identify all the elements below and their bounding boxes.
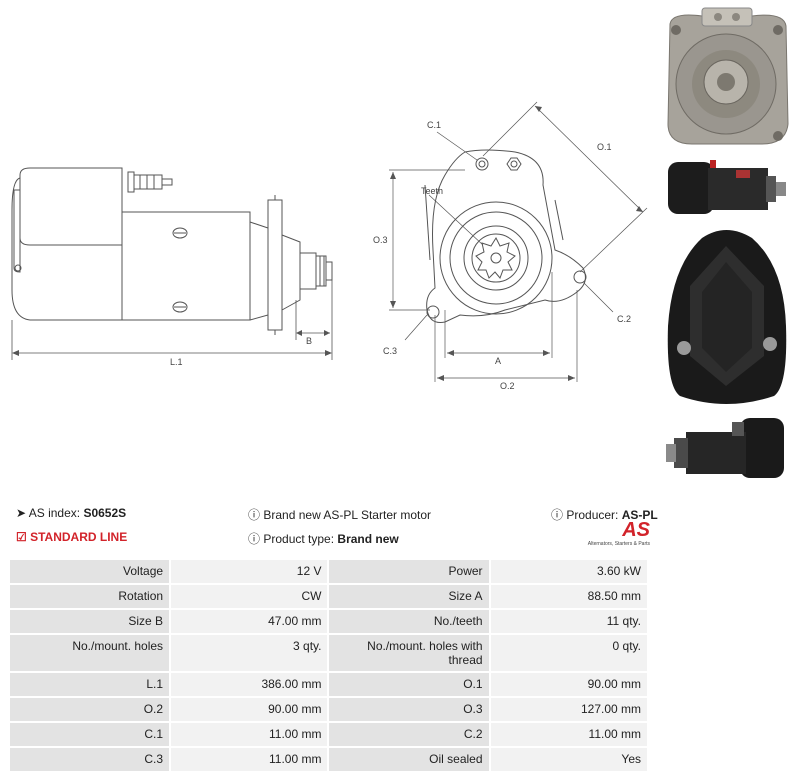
spec-key: Power — [329, 560, 489, 583]
label-o1: O.1 — [597, 142, 612, 152]
label-o3: O.3 — [373, 235, 388, 245]
spec-key: Size A — [329, 585, 489, 608]
spec-key: No./mount. holes — [10, 635, 170, 671]
side-view-drawing: L.1 B — [11, 167, 333, 367]
spec-key: Oil sealed — [329, 748, 489, 771]
photo-rear-cap — [667, 230, 787, 404]
spec-key: C.2 — [329, 723, 489, 746]
label-o2: O.2 — [500, 381, 515, 391]
label-l1: L.1 — [170, 357, 183, 367]
spec-value: 11.00 mm — [490, 723, 647, 746]
spec-value: 0 qty. — [490, 635, 647, 671]
product-description: ⓘ Brand new AS-PL Starter motor — [248, 506, 431, 523]
spec-key: O.2 — [10, 698, 170, 721]
spec-value: 127.00 mm — [490, 698, 647, 721]
label-c2: C.2 — [617, 314, 631, 324]
label-a: A — [495, 356, 501, 366]
spec-value: 3.60 kW — [490, 560, 647, 583]
spec-value: 88.50 mm — [490, 585, 647, 608]
spec-key: O.3 — [329, 698, 489, 721]
as-index: ➤ AS index: S0652S — [16, 506, 126, 520]
as-index-value: S0652S — [83, 506, 127, 520]
spec-value: CW — [171, 585, 328, 608]
product-type-value: Brand new — [337, 532, 399, 546]
photo-front-flange — [667, 7, 789, 145]
label-b: B — [306, 336, 312, 346]
spec-key: Size B — [10, 610, 170, 633]
info-icon: ⓘ — [551, 508, 564, 522]
photo-side-top — [668, 160, 786, 214]
label-teeth: Teeth — [421, 186, 443, 196]
product-type-label: Product type: — [263, 532, 335, 546]
as-index-label: AS index: — [28, 506, 81, 520]
spec-key: Rotation — [10, 585, 170, 608]
spec-value: 47.00 mm — [171, 610, 328, 633]
spec-key: C.3 — [10, 748, 170, 771]
spec-key: Voltage — [10, 560, 170, 583]
logo-tagline: Alternators, Starters & Parts — [587, 541, 650, 547]
front-view-drawing: C.1 O.1 Teeth O.3 C.2 C.3 A O.2 — [373, 101, 648, 391]
spec-value: 90.00 mm — [171, 698, 328, 721]
tags-icon: ➤ — [16, 506, 27, 520]
logo-mark: AS — [622, 519, 650, 541]
info-icon: ⓘ — [248, 532, 261, 546]
standard-line: ☑ STANDARD LINE — [16, 530, 127, 544]
spec-key: No./mount. holes with thread — [329, 635, 489, 671]
spec-value: 12 V — [171, 560, 328, 583]
spec-value: 11.00 mm — [171, 748, 328, 771]
photo-side-bottom — [666, 418, 784, 478]
spec-value: 11 qty. — [490, 610, 647, 633]
spec-value: 90.00 mm — [490, 673, 647, 696]
spec-value: Yes — [490, 748, 647, 771]
producer-label: Producer: — [566, 508, 619, 522]
label-c3: C.3 — [383, 346, 397, 356]
spec-value: 11.00 mm — [171, 723, 328, 746]
check-square-icon: ☑ — [16, 530, 27, 544]
producer: ⓘ Producer: AS-PL — [551, 506, 658, 523]
info-icon: ⓘ — [248, 508, 261, 522]
spec-key: No./teeth — [329, 610, 489, 633]
standard-line-label: STANDARD LINE — [30, 530, 128, 544]
as-pl-logo: AS Alternators, Starters & Parts — [586, 519, 650, 551]
description-text: Brand new AS-PL Starter motor — [263, 508, 431, 522]
product-type: ⓘ Product type: Brand new — [248, 530, 399, 547]
spec-key: C.1 — [10, 723, 170, 746]
spec-value: 386.00 mm — [171, 673, 328, 696]
producer-value: AS-PL — [621, 508, 658, 522]
label-c1: C.1 — [427, 120, 441, 130]
spec-key: O.1 — [329, 673, 489, 696]
spec-key: L.1 — [10, 673, 170, 696]
spec-value: 3 qty. — [171, 635, 328, 671]
